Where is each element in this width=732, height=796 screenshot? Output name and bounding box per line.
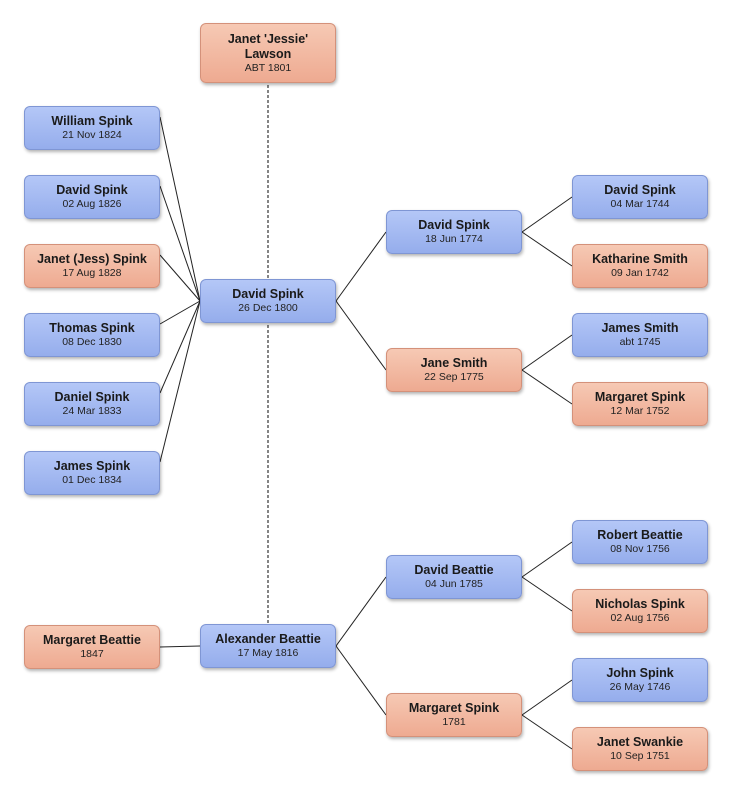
person-node-janet-swankie[interactable]: Janet Swankie 10 Sep 1751 — [572, 727, 708, 771]
person-name: James Smith — [601, 321, 679, 335]
person-node-margaret-beattie[interactable]: Margaret Beattie 1847 — [24, 625, 160, 669]
person-node-william-spink[interactable]: William Spink 21 Nov 1824 — [24, 106, 160, 150]
person-node-david-spink-1744[interactable]: David Spink 04 Mar 1744 — [572, 175, 708, 219]
person-date: 04 Jun 1785 — [425, 578, 483, 590]
person-name: Robert Beattie — [597, 528, 683, 542]
person-date: 22 Sep 1775 — [424, 371, 484, 383]
person-date: 1847 — [80, 648, 104, 660]
person-name: Nicholas Spink — [595, 597, 685, 611]
person-date: 10 Sep 1751 — [610, 750, 670, 762]
person-name: Margaret Beattie — [43, 633, 141, 647]
person-date: abt 1745 — [619, 336, 661, 348]
person-date: 26 Dec 1800 — [238, 302, 298, 314]
child-link — [159, 645, 201, 648]
person-node-daniel-spink[interactable]: Daniel Spink 24 Mar 1833 — [24, 382, 160, 426]
person-date: 02 Aug 1826 — [62, 198, 122, 210]
person-date: ABT 1801 — [244, 61, 292, 74]
person-name: Thomas Spink — [49, 321, 135, 335]
person-node-david-spink-1800[interactable]: David Spink 26 Dec 1800 — [200, 279, 336, 323]
person-date: 21 Nov 1824 — [62, 129, 122, 141]
child-link — [159, 185, 201, 302]
person-date: 17 May 1816 — [237, 647, 299, 659]
person-name: Janet (Jess) Spink — [37, 252, 147, 266]
person-node-david-spink-1774[interactable]: David Spink 18 Jun 1774 — [386, 210, 522, 254]
person-node-janet-jess-spink[interactable]: Janet (Jess) Spink 17 Aug 1828 — [24, 244, 160, 288]
person-date: 04 Mar 1744 — [610, 198, 670, 210]
parent-link — [335, 645, 387, 716]
person-node-robert-beattie[interactable]: Robert Beattie 08 Nov 1756 — [572, 520, 708, 564]
person-date: 02 Aug 1756 — [610, 612, 670, 624]
person-node-margaret-spink-1752[interactable]: Margaret Spink 12 Mar 1752 — [572, 382, 708, 426]
person-name: David Spink — [56, 183, 128, 197]
parent-link — [521, 714, 573, 750]
person-name: Katharine Smith — [592, 252, 688, 266]
child-link — [159, 254, 201, 302]
person-node-john-spink[interactable]: John Spink 26 May 1746 — [572, 658, 708, 702]
person-name: James Spink — [53, 459, 131, 473]
person-node-margaret-spink-1781[interactable]: Margaret Spink 1781 — [386, 693, 522, 737]
person-node-alexander-beattie[interactable]: Alexander Beattie 17 May 1816 — [200, 624, 336, 668]
parent-link — [521, 679, 573, 716]
parent-link — [521, 231, 573, 267]
person-name: Margaret Spink — [594, 390, 686, 404]
person-date: 24 Mar 1833 — [62, 405, 122, 417]
person-date: 09 Jan 1742 — [611, 267, 669, 279]
person-node-jane-smith[interactable]: Jane Smith 22 Sep 1775 — [386, 348, 522, 392]
person-node-james-spink[interactable]: James Spink 01 Dec 1834 — [24, 451, 160, 495]
person-name: David Spink — [418, 218, 490, 232]
person-node-nicholas-spink[interactable]: Nicholas Spink 02 Aug 1756 — [572, 589, 708, 633]
person-name: David Beattie — [414, 563, 494, 577]
parent-link — [335, 576, 387, 647]
child-link — [159, 300, 201, 463]
person-name: David Spink — [232, 287, 304, 301]
person-date: 26 May 1746 — [609, 681, 671, 693]
person-date: 18 Jun 1774 — [425, 233, 483, 245]
person-name: Margaret Spink — [408, 701, 500, 715]
person-node-james-smith[interactable]: James Smith abt 1745 — [572, 313, 708, 357]
person-node-thomas-spink[interactable]: Thomas Spink 08 Dec 1830 — [24, 313, 160, 357]
child-link — [159, 300, 201, 325]
person-name: David Spink — [604, 183, 676, 197]
person-date: 08 Dec 1830 — [62, 336, 122, 348]
person-date: 08 Nov 1756 — [610, 543, 670, 555]
person-date: 17 Aug 1828 — [62, 267, 122, 279]
person-date: 1781 — [442, 716, 466, 728]
parent-link — [335, 231, 387, 302]
child-link — [159, 300, 201, 394]
parent-link — [521, 334, 573, 371]
parent-link — [335, 300, 387, 371]
parent-link — [521, 369, 573, 405]
person-name: Daniel Spink — [54, 390, 130, 404]
person-name: William Spink — [51, 114, 133, 128]
parent-link — [521, 576, 573, 612]
person-node-katharine-smith[interactable]: Katharine Smith 09 Jan 1742 — [572, 244, 708, 288]
person-node-david-beattie[interactable]: David Beattie 04 Jun 1785 — [386, 555, 522, 599]
child-link — [159, 116, 201, 302]
person-date: 12 Mar 1752 — [610, 405, 670, 417]
person-node-janet-jessie-lawson[interactable]: Janet 'Jessie' Lawson ABT 1801 — [200, 23, 336, 83]
person-node-david-spink-1826[interactable]: David Spink 02 Aug 1826 — [24, 175, 160, 219]
parent-link — [521, 541, 573, 578]
person-date: 01 Dec 1834 — [62, 474, 122, 486]
parent-link — [521, 196, 573, 233]
person-name: Janet 'Jessie' Lawson — [227, 31, 309, 61]
person-name: Alexander Beattie — [215, 632, 321, 646]
person-name: John Spink — [606, 666, 674, 680]
person-name: Jane Smith — [420, 356, 488, 370]
person-name: Janet Swankie — [596, 735, 684, 749]
